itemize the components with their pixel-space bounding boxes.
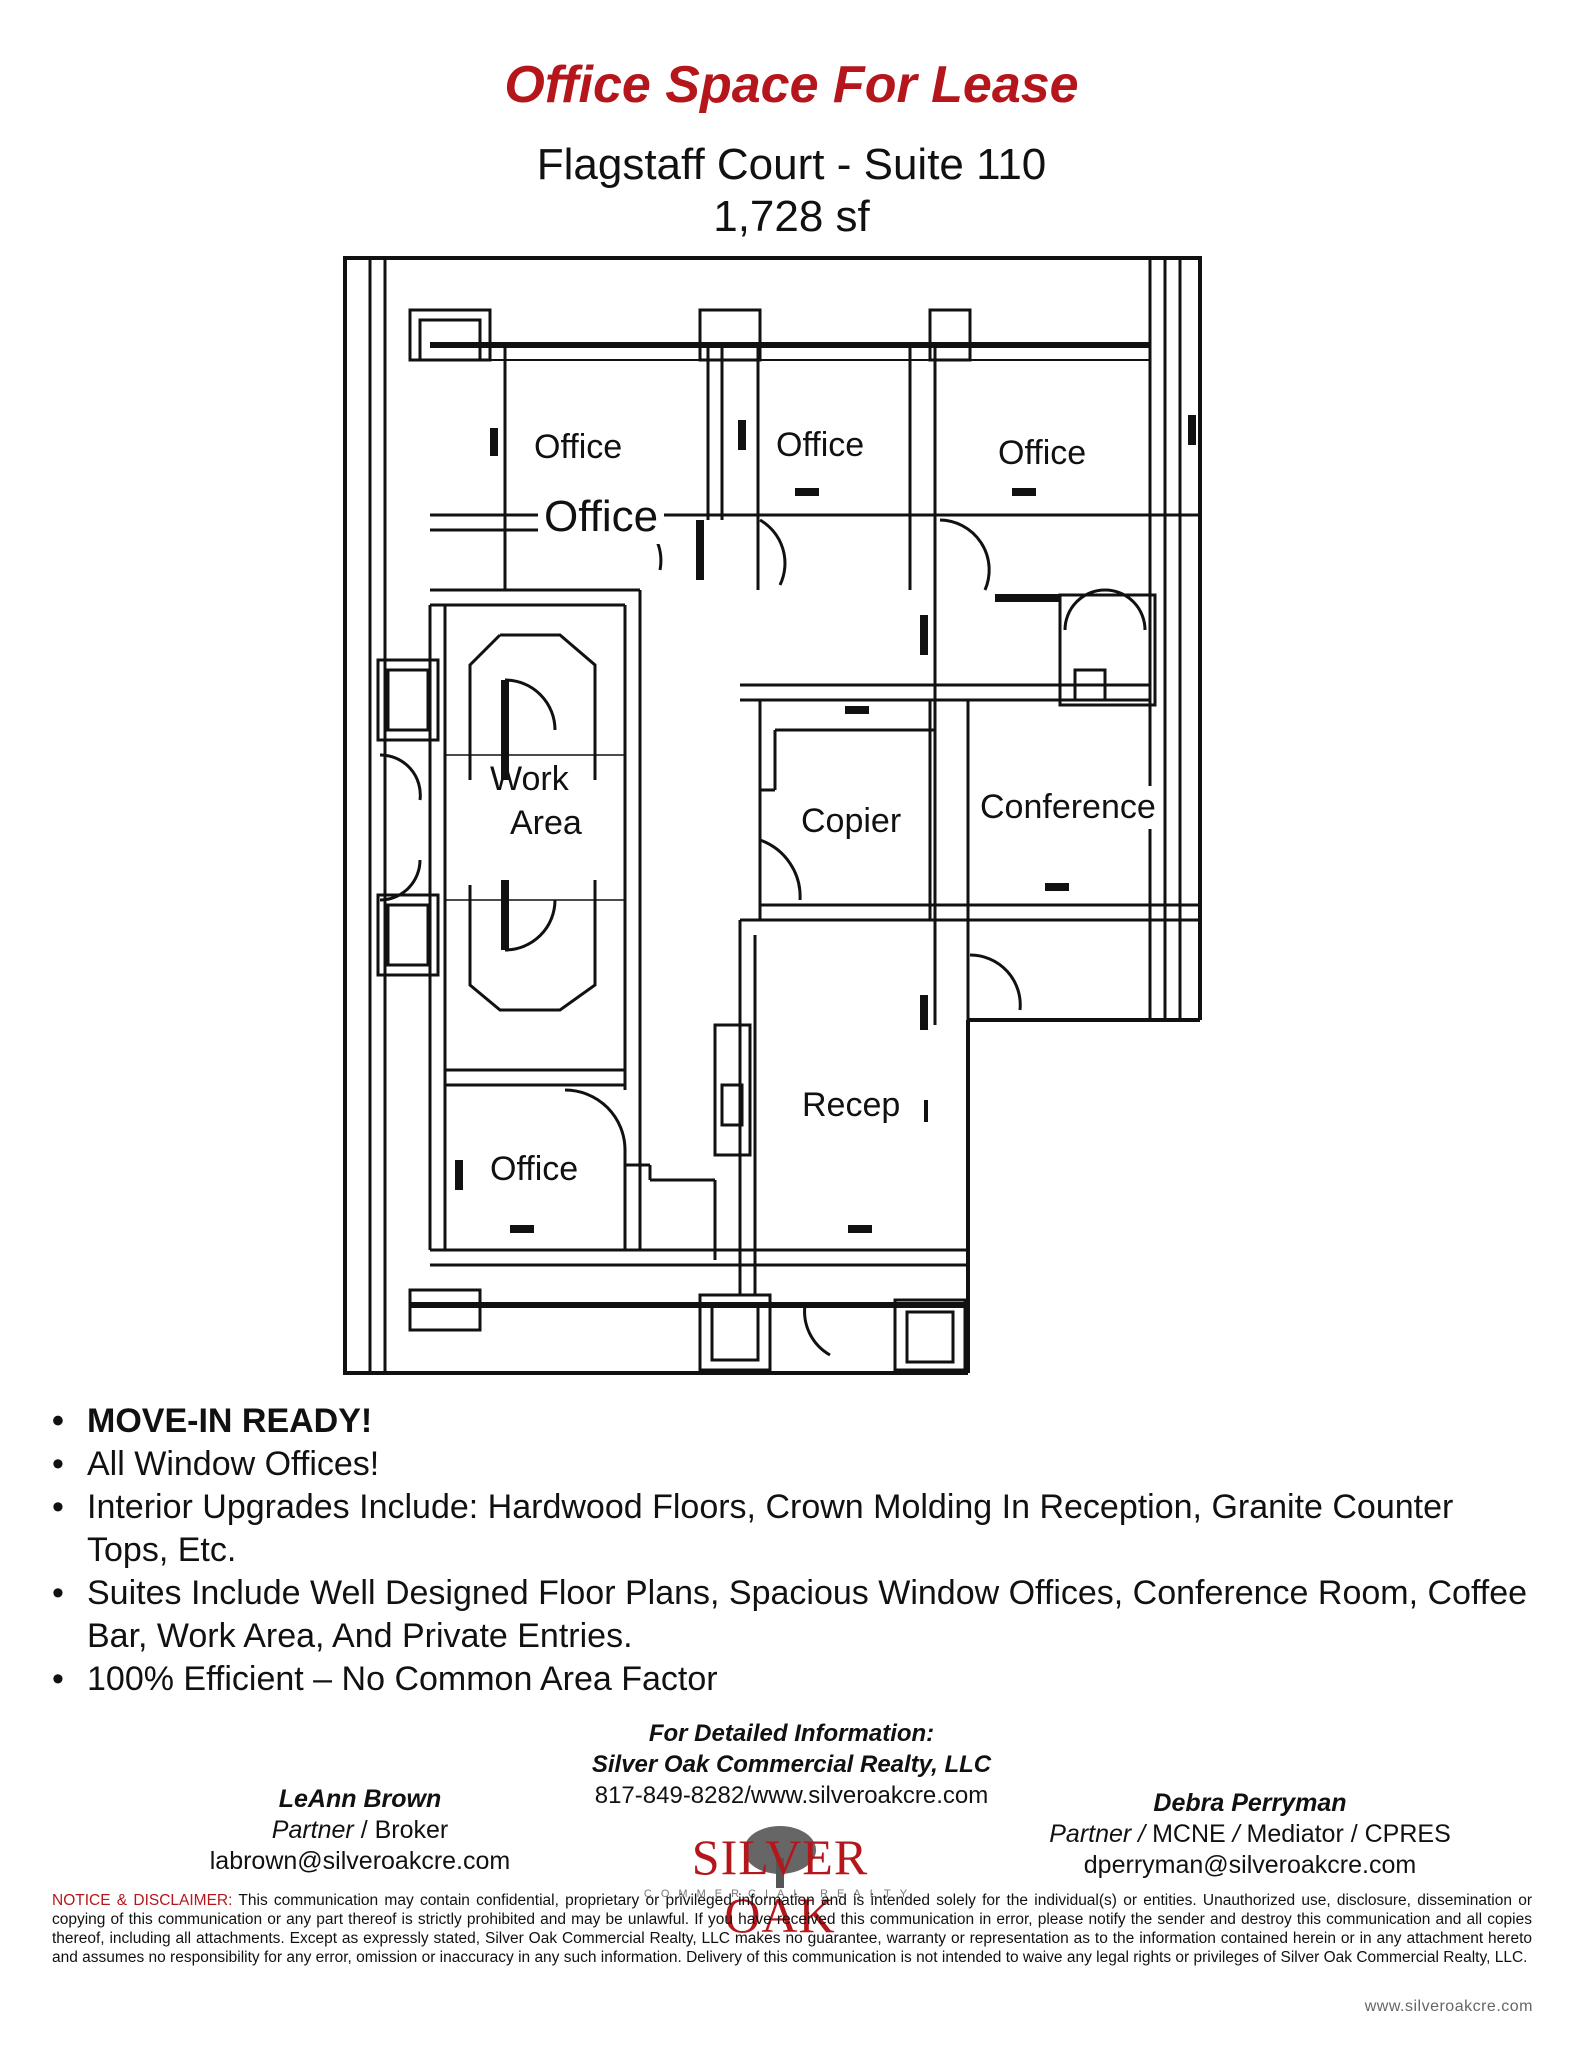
- feature-item: Suites Include Well Designed Floor Plans…: [52, 1572, 1532, 1658]
- room-label-work-area: Work: [490, 760, 569, 798]
- company-name: Silver Oak Commercial Realty, LLC: [591, 1751, 992, 1778]
- disclaimer-label: NOTICE & DISCLAIMER:: [52, 1892, 233, 1909]
- contact-email[interactable]: labrown@silveroakcre.com: [209, 1847, 511, 1875]
- contact-role: Partner / MCNE / Mediator / CPRES: [1049, 1820, 1451, 1848]
- logo-text: SILVER OAK: [691, 1829, 869, 1943]
- page-title: Office Space For Lease: [504, 56, 1079, 114]
- feature-item: Interior Upgrades Include: Hardwood Floo…: [52, 1486, 1532, 1572]
- room-label-copier: Copier: [795, 800, 908, 843]
- room-label-reception: Recep: [796, 1084, 907, 1127]
- disclaimer: NOTICE & DISCLAIMER: This communication …: [52, 1891, 1532, 1967]
- contact-name: LeAnn Brown: [278, 1785, 442, 1813]
- feature-list: MOVE-IN READY! All Window Offices! Inter…: [52, 1400, 1532, 1701]
- phone-website: 817-849-8282/www.silveroakcre.com: [594, 1782, 989, 1809]
- room-label-office: Office: [490, 1150, 579, 1188]
- feature-item: 100% Efficient – No Common Area Factor: [52, 1658, 1532, 1701]
- room-label-conference: Conference: [974, 786, 1162, 829]
- room-label-office: Office: [998, 434, 1087, 472]
- room-label-office-main: Office: [538, 490, 665, 544]
- feature-item: MOVE-IN READY!: [52, 1400, 1532, 1443]
- contact-left: LeAnn Brown Partner / Broker labrown@sil…: [190, 1784, 530, 1877]
- silver-oak-logo: SILVER OAK COMMERCIAL REALTY: [630, 1818, 930, 1943]
- contact-email[interactable]: dperryman@silveroakcre.com: [1083, 1851, 1417, 1879]
- room-label-office: Office: [776, 426, 865, 464]
- feature-item: All Window Offices!: [52, 1443, 1532, 1486]
- contact-right: Debra Perryman Partner / MCNE / Mediator…: [1040, 1788, 1460, 1881]
- room-label-office: Office: [534, 428, 623, 466]
- info-heading: For Detailed Information:: [648, 1720, 935, 1747]
- contact-info: For Detailed Information: Silver Oak Com…: [0, 1718, 1583, 1811]
- square-footage: 1,728 sf: [713, 192, 870, 241]
- floor-plan: [343, 256, 1202, 1375]
- disclaimer-text: This communication may contain confident…: [52, 1892, 1532, 1966]
- footer-website[interactable]: www.silveroakcre.com: [1364, 1998, 1533, 2015]
- room-label-work-area: Area: [510, 804, 582, 842]
- property-name: Flagstaff Court - Suite 110: [536, 140, 1047, 189]
- oak-tree-icon: [744, 1826, 816, 1888]
- contact-name: Debra Perryman: [1153, 1789, 1347, 1817]
- contact-role: Partner / Broker: [271, 1816, 449, 1844]
- logo-subtext: COMMERCIAL REALTY: [643, 1888, 917, 1900]
